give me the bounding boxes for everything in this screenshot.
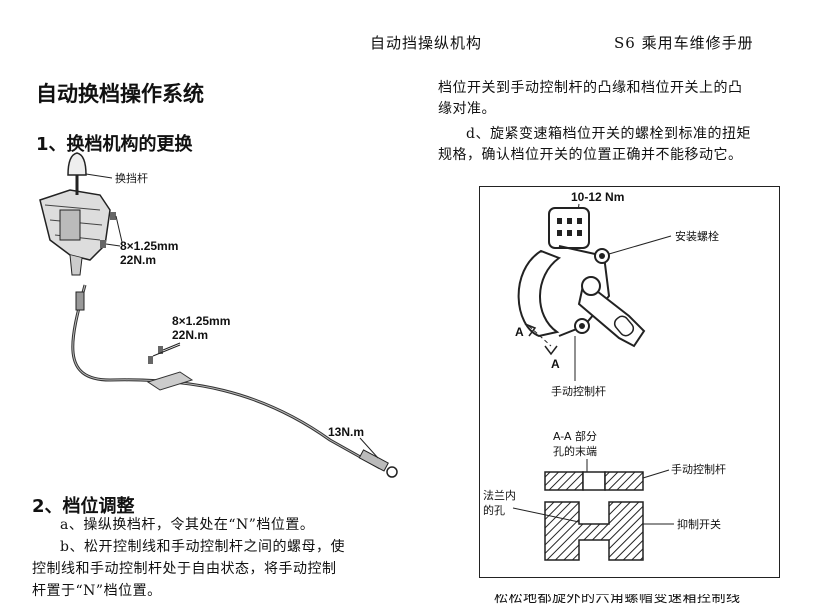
- cable-connector: [75, 291, 85, 311]
- shift-cable: [71, 284, 381, 470]
- lever-slot: [613, 315, 635, 337]
- bolt-group-1: [100, 212, 123, 248]
- step-c-line1: 档位开关到手动控制杆的凸缘和档位开关上的凸: [438, 80, 743, 96]
- cutoff-text-content: 松松地都旋外的六角螺帽变速箱控制线: [494, 594, 741, 604]
- step-b-line3: 杆置于“N”档位置。: [32, 583, 162, 599]
- page-title: 自动换档操作系统: [36, 82, 204, 106]
- lever-cross-section: [544, 471, 644, 491]
- switch-body: [517, 249, 562, 338]
- switch-torque: 10-12 Nm: [571, 190, 624, 204]
- header-section-title: 自动挡操纵机构: [370, 34, 483, 52]
- mount-bolt-label: 安装螺栓: [675, 229, 719, 243]
- aa-section-line1: A-A 部分: [553, 429, 597, 443]
- step-a-text: a、操纵换档杆，令其处在“N”档位置。: [60, 517, 315, 533]
- header-manual-title: S6 乘用车维修手册: [614, 34, 754, 52]
- step-b-line2: 控制线和手动控制杆处于自由状态，将手动控制: [32, 561, 337, 577]
- cable-bracket: [146, 371, 194, 391]
- nut-leader: [359, 437, 379, 459]
- bolt1-torque: 22N.m: [120, 253, 156, 267]
- lever-shaft: [581, 276, 601, 296]
- step-d-line1: d、旋紧变速箱档位开关的螺栓到标准的扭矩: [466, 126, 751, 142]
- aa-section-line2: 孔的末端: [553, 444, 597, 458]
- section-arrow-top: [524, 323, 537, 337]
- bolt1-spec: 8×1.25mm: [120, 239, 178, 253]
- flange-line2: 的孔: [483, 503, 505, 517]
- cutoff-text: 松松地都旋外的六角螺帽变速箱控制线: [494, 594, 741, 604]
- section-a-left: A: [515, 325, 524, 339]
- step-c-line2: 缘对准。: [438, 101, 496, 117]
- switch-connector: [548, 207, 590, 249]
- shift-assembly: [39, 189, 111, 276]
- shift-lever-label: 换挡杆: [115, 171, 148, 185]
- shift-mechanism-figure: 换挡杆 8×1.25mm 22N.m 8×1.25mm 22N.m 13N.m: [39, 152, 398, 478]
- nut-torque: 13N.m: [328, 425, 364, 439]
- bolt2-spec: 8×1.25mm: [172, 314, 230, 328]
- flange-leader: [512, 507, 580, 523]
- section1-heading: 1、换档机构的更换: [36, 134, 193, 155]
- manual-lever2-label: 手动控制杆: [671, 462, 726, 476]
- bolt-group-2: [148, 342, 181, 364]
- section2-heading: 2、档位调整: [32, 496, 135, 517]
- section-arrow-bottom: [544, 345, 558, 356]
- section-a-bottom: A: [551, 357, 560, 371]
- manual-lever-label: 手动控制杆: [551, 384, 606, 398]
- inhibitor-switch-label: 抑制开关: [677, 517, 721, 531]
- switch-cross-section: [544, 501, 644, 561]
- bolt2-torque: 22N.m: [172, 328, 208, 342]
- lever-section-leader: [642, 469, 670, 479]
- position-switch-figure: 10-12 Nm 安装螺栓 A A 手动控制杆 A-A 部分 孔的末端: [479, 186, 780, 578]
- section-line: [528, 325, 552, 347]
- shift-cable-highlight: [72, 284, 381, 469]
- flange-line1: 法兰内: [483, 488, 516, 502]
- step-b-line1: b、松开控制线和手动控制杆之间的螺母，使: [60, 539, 345, 555]
- shift-lever: [67, 152, 87, 195]
- mount-bolt-leader: [608, 235, 672, 255]
- step-d-line2: 规格，确认档位开关的位置正确并不能移动它。: [438, 147, 743, 163]
- cable-end: [358, 449, 398, 478]
